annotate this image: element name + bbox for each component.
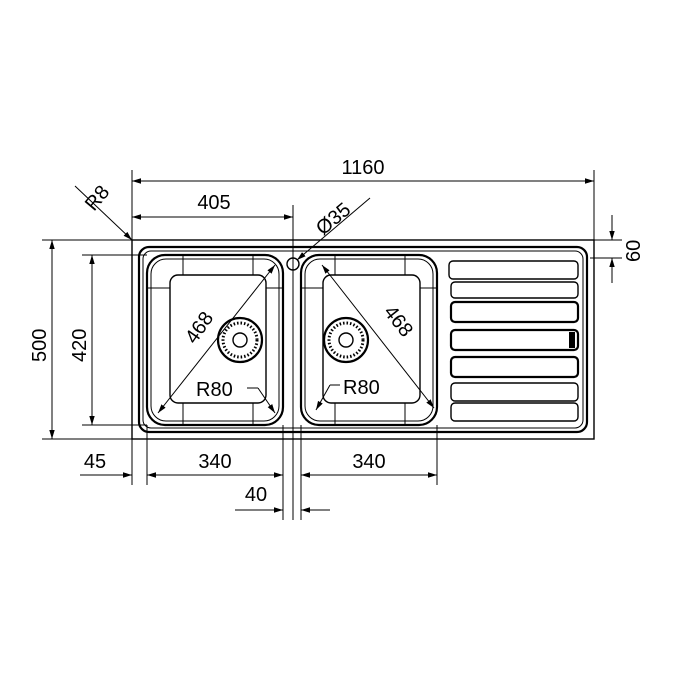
sink-outline bbox=[131, 239, 595, 440]
dim-left-radius: R80 bbox=[196, 379, 276, 414]
svg-text:340: 340 bbox=[198, 451, 231, 473]
dim-corner-radius: R8 bbox=[74, 181, 133, 241]
svg-text:R8: R8 bbox=[81, 181, 114, 215]
svg-text:500: 500 bbox=[29, 329, 51, 362]
dim-overall-width: 1160 bbox=[131, 157, 595, 240]
dim-bowl-depth: 420 bbox=[69, 254, 147, 426]
svg-text:60: 60 bbox=[623, 240, 645, 262]
dim-left-margin: 45 bbox=[80, 425, 148, 485]
svg-text:340: 340 bbox=[352, 451, 385, 473]
svg-text:1160: 1160 bbox=[341, 157, 384, 179]
drainer-grooves bbox=[448, 260, 580, 422]
dim-right-radius: R80 bbox=[315, 377, 380, 411]
svg-text:45: 45 bbox=[84, 451, 106, 473]
svg-text:40: 40 bbox=[245, 484, 267, 506]
dim-bowl-offset: 405 bbox=[132, 192, 294, 520]
dim-bowl-gap: 40 bbox=[235, 484, 330, 513]
svg-text:405: 405 bbox=[197, 192, 230, 214]
svg-text:468: 468 bbox=[181, 308, 218, 348]
dim-rim-depth: 60 bbox=[590, 215, 645, 283]
svg-text:R80: R80 bbox=[343, 377, 380, 399]
dim-overall-depth: 500 bbox=[29, 239, 132, 440]
svg-text:420: 420 bbox=[69, 329, 91, 362]
svg-text:R80: R80 bbox=[196, 379, 233, 401]
svg-text:Ø35: Ø35 bbox=[312, 199, 355, 240]
dim-left-bowl-width: 340 bbox=[147, 425, 284, 520]
dim-right-bowl-width: 340 bbox=[300, 425, 438, 520]
left-drain-icon bbox=[216, 316, 264, 364]
right-drain-icon bbox=[322, 316, 370, 364]
svg-text:468: 468 bbox=[379, 302, 417, 342]
